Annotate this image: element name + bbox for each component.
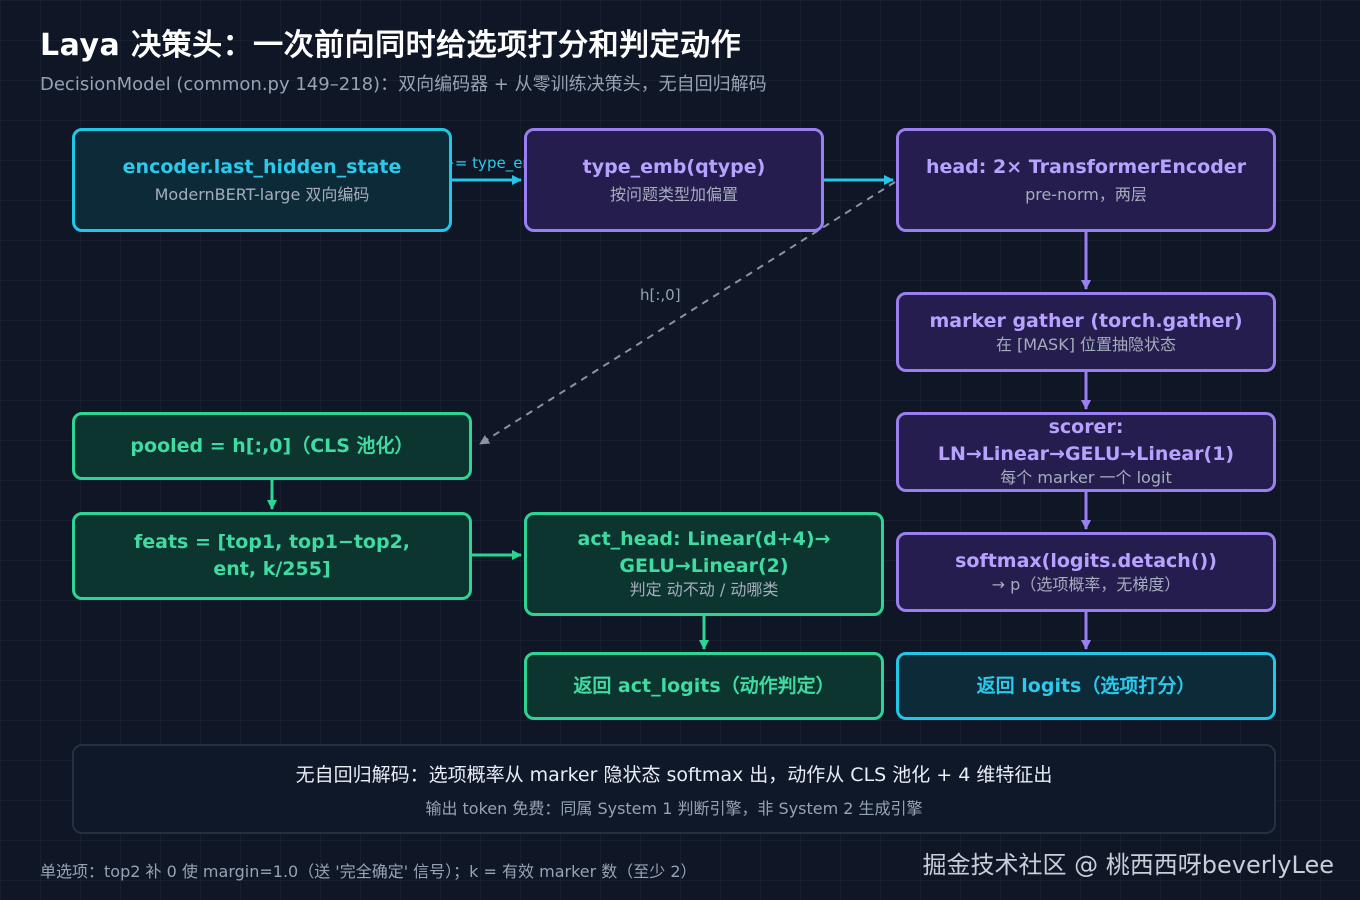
- return-logits-node: 返回 logits（选项打分）: [896, 652, 1276, 720]
- feats-node-title: feats = [top1, top1−top2,: [133, 531, 411, 554]
- act-head-node-desc: 判定 动不动 / 动哪类: [629, 580, 779, 600]
- act-head-node: act_head: Linear(d+4)→ GELU→Linear(2) 判定…: [524, 512, 884, 616]
- summary-note: 无自回归解码：选项概率从 marker 隐状态 softmax 出，动作从 CL…: [72, 744, 1276, 834]
- marker-gather-node-desc: 在 [MASK] 位置抽隐状态: [995, 335, 1177, 355]
- head-node-title: head: 2× TransformerEncoder: [925, 155, 1247, 178]
- edge-label-cls: h[:,0]: [640, 286, 681, 304]
- watermark: 掘金技术社区 @ 桃西西呀beverlyLee: [922, 851, 1334, 879]
- type-emb-node: type_emb(qtype) 按问题类型加偏置: [524, 128, 824, 232]
- pooled-node-title: pooled = h[:,0]（CLS 池化）: [130, 434, 414, 457]
- return-act-node: 返回 act_logits（动作判定）: [524, 652, 884, 720]
- head-node: head: 2× TransformerEncoder pre-norm，两层: [896, 128, 1276, 232]
- summary-note-line1: 无自回归解码：选项概率从 marker 隐状态 softmax 出，动作从 CL…: [295, 763, 1053, 786]
- softmax-node-title: softmax(logits.detach()): [955, 549, 1217, 572]
- act-head-node-title-cont: GELU→Linear(2): [619, 554, 789, 577]
- head-node-desc: pre-norm，两层: [1025, 185, 1147, 205]
- return-logits-node-title: 返回 logits（选项打分）: [976, 674, 1196, 697]
- pooled-node: pooled = h[:,0]（CLS 池化）: [72, 412, 472, 480]
- marker-gather-node: marker gather (torch.gather) 在 [MASK] 位置…: [896, 292, 1276, 372]
- feats-node: feats = [top1, top1−top2, ent, k/255]: [72, 512, 472, 600]
- scorer-node-title: scorer: LN→Linear→GELU→Linear(1): [937, 416, 1235, 465]
- encoder-node: encoder.last_hidden_state ModernBERT-lar…: [72, 128, 452, 232]
- feats-node-title-cont: ent, k/255]: [213, 558, 331, 580]
- edge-head-to-pooled: [479, 181, 896, 445]
- encoder-node-title: encoder.last_hidden_state: [122, 155, 402, 178]
- type-emb-node-title: type_emb(qtype): [582, 155, 766, 178]
- marker-gather-node-title: marker gather (torch.gather): [929, 309, 1243, 332]
- return-act-node-title: 返回 act_logits（动作判定）: [573, 674, 835, 697]
- edge-label-type-emb: h += type_emb: [428, 154, 547, 172]
- scorer-node: scorer: LN→Linear→GELU→Linear(1) 每个 mark…: [896, 412, 1276, 492]
- type-emb-node-desc: 按问题类型加偏置: [609, 185, 738, 205]
- scorer-node-desc: 每个 marker 一个 logit: [1000, 468, 1172, 488]
- softmax-node: softmax(logits.detach()) → p（选项概率，无梯度）: [896, 532, 1276, 612]
- encoder-node-desc: ModernBERT-large 双向编码: [154, 185, 370, 205]
- act-head-node-title: act_head: Linear(d+4)→: [577, 528, 831, 551]
- footnote: 单选项：top2 补 0 使 margin=1.0（送 '完全确定' 信号）；k…: [40, 862, 697, 881]
- softmax-node-desc: → p（选项概率，无梯度）: [991, 575, 1181, 595]
- page-title: Laya 决策头：一次前向同时给选项打分和判定动作: [40, 28, 742, 63]
- summary-note-line2: 输出 token 免费：同属 System 1 判断引擎，非 System 2 …: [425, 798, 923, 818]
- page-subtitle: DecisionModel (common.py 149–218)：双向编码器 …: [40, 74, 767, 95]
